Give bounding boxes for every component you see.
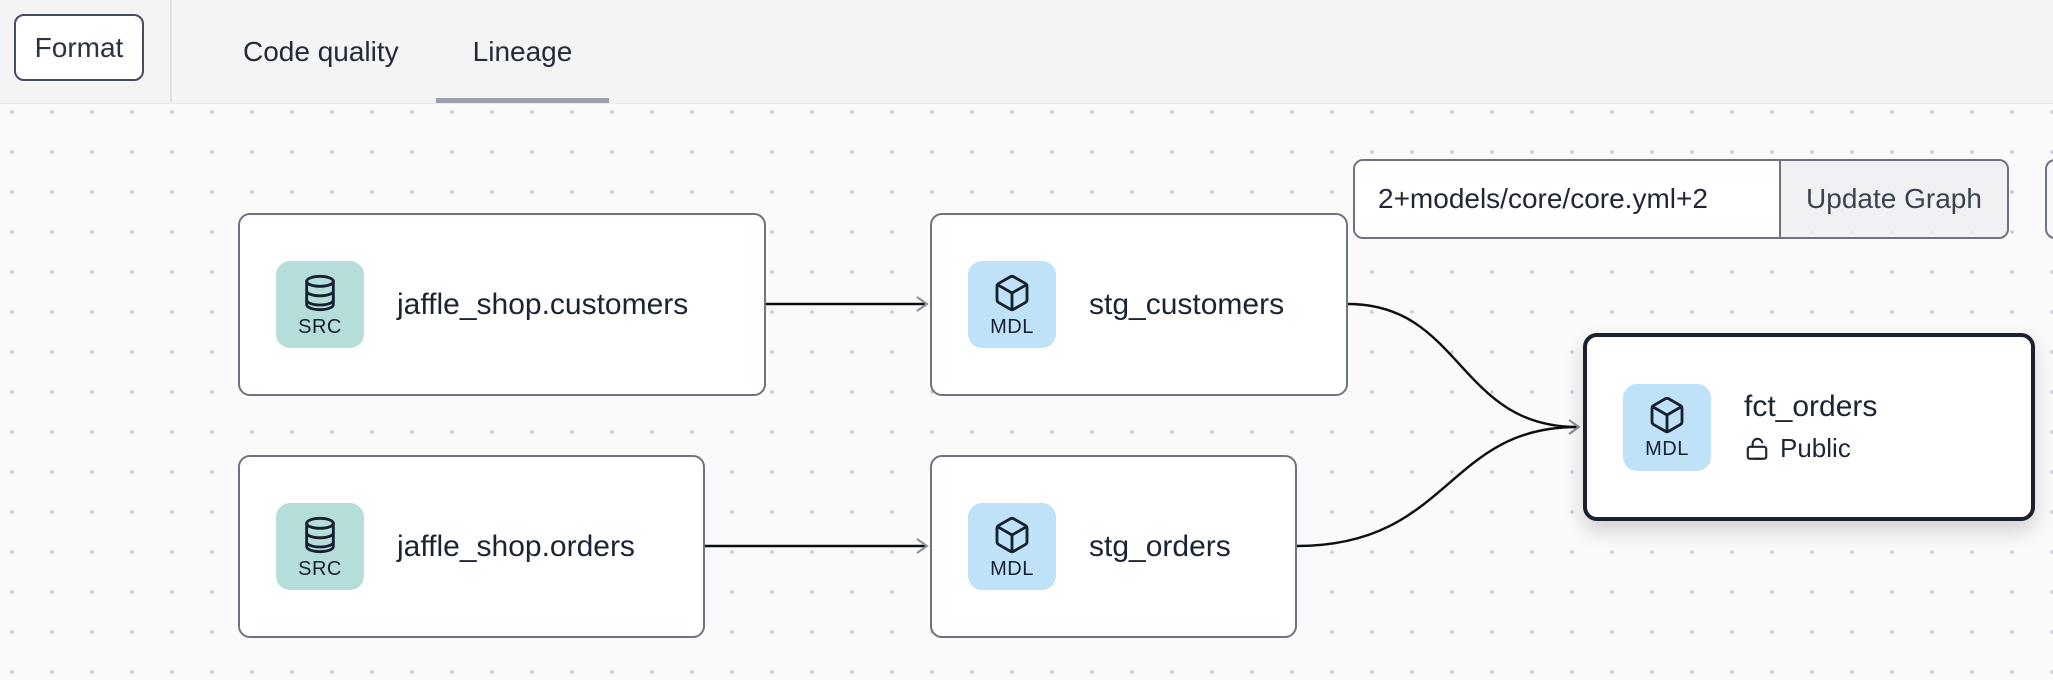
format-button[interactable]: Format xyxy=(14,14,144,81)
lineage-selector-group: Update Graph xyxy=(1353,159,2009,239)
lineage-node-jaffle-shop-orders[interactable]: SRC jaffle_shop.orders xyxy=(238,455,705,638)
cube-icon xyxy=(995,516,1029,553)
selector-input[interactable] xyxy=(1355,161,1779,237)
model-node-badge: MDL xyxy=(968,261,1056,348)
database-icon xyxy=(305,274,335,311)
model-node-badge: MDL xyxy=(968,503,1056,590)
tab-code-quality[interactable]: Code quality xyxy=(243,35,399,67)
lineage-node-fct-orders[interactable]: MDL fct_orders Public xyxy=(1583,333,2035,521)
node-label: jaffle_shop.customers xyxy=(397,287,689,321)
toolbar-divider xyxy=(170,0,172,103)
node-type-label: SRC xyxy=(298,557,342,580)
node-label: stg_customers xyxy=(1089,287,1285,321)
node-label: jaffle_shop.orders xyxy=(397,529,635,563)
lineage-edges xyxy=(705,296,1581,554)
node-label: fct_orders xyxy=(1744,390,1878,423)
source-node-badge: SRC xyxy=(276,503,364,590)
edge-stg-customers-to-fct-orders xyxy=(1347,302,1578,429)
lineage-canvas[interactable]: SRC jaffle_shop.customers MDL stg_custom… xyxy=(0,104,2053,680)
edge-stg-orders-to-fct-orders xyxy=(1296,425,1578,548)
model-node-badge: MDL xyxy=(1623,383,1711,471)
toolbar: Format Code quality Lineage xyxy=(0,0,2053,104)
lineage-node-stg-orders[interactable]: MDL stg_orders xyxy=(930,455,1297,638)
tab-bar: Code quality Lineage xyxy=(206,0,609,103)
node-type-label: MDL xyxy=(990,557,1034,580)
cube-icon xyxy=(995,274,1029,311)
cube-icon xyxy=(1650,396,1684,434)
clipped-right-button[interactable] xyxy=(2045,159,2053,239)
node-access-label: Public xyxy=(1780,433,1851,463)
lineage-node-jaffle-shop-customers[interactable]: SRC jaffle_shop.customers xyxy=(238,213,766,396)
node-label: stg_orders xyxy=(1089,529,1231,563)
node-type-label: MDL xyxy=(990,315,1034,338)
node-type-label: SRC xyxy=(298,315,342,338)
arrowhead-stg-customers xyxy=(916,296,929,312)
unlock-icon xyxy=(1746,437,1768,460)
arrowhead-stg-orders xyxy=(916,538,929,554)
update-graph-button[interactable]: Update Graph xyxy=(1779,161,2007,237)
lineage-node-stg-customers[interactable]: MDL stg_customers xyxy=(930,213,1348,396)
node-content: fct_orders Public xyxy=(1744,390,1877,464)
node-access-row: Public xyxy=(1744,433,1877,464)
node-type-label: MDL xyxy=(1645,438,1689,460)
tab-lineage[interactable]: Lineage xyxy=(435,0,610,103)
arrowhead-fct-orders xyxy=(1568,419,1581,435)
database-icon xyxy=(305,516,335,553)
source-node-badge: SRC xyxy=(276,261,364,348)
